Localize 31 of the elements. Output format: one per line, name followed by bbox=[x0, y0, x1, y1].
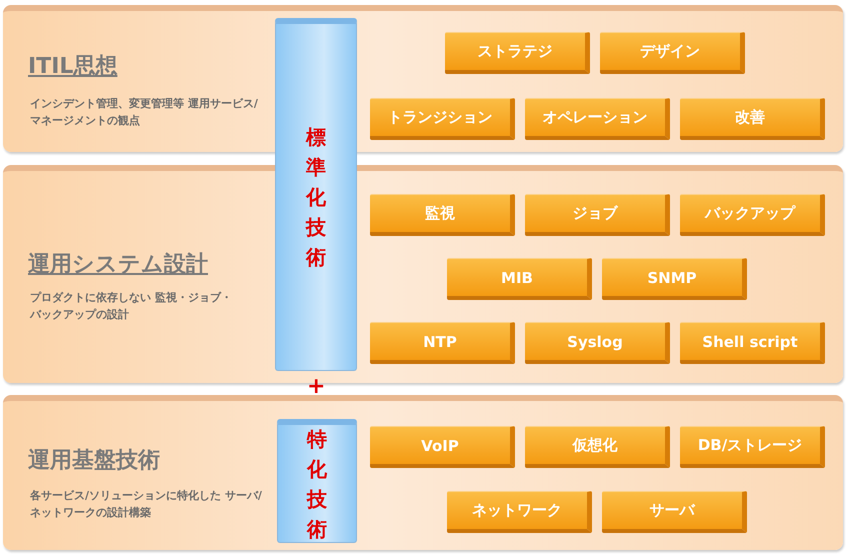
pillar-box bbox=[275, 18, 357, 371]
topic-block: MIB bbox=[447, 258, 592, 300]
layer-panel bbox=[3, 395, 843, 550]
pillar-box bbox=[277, 419, 357, 543]
topic-block: Syslog bbox=[525, 322, 670, 364]
topic-block: サーバ bbox=[602, 491, 747, 533]
topic-block: 改善 bbox=[680, 98, 825, 140]
plus-sign: + bbox=[307, 374, 326, 399]
topic-block: 仮想化 bbox=[525, 426, 670, 468]
section-heading: ITIL思想 bbox=[28, 53, 118, 81]
topic-block: トランジション bbox=[370, 98, 515, 140]
topic-block: ネットワーク bbox=[447, 491, 592, 533]
section-heading: 運用基盤技術 bbox=[28, 447, 160, 475]
topic-block: Shell script bbox=[680, 322, 825, 364]
section-description: 各サービス/ソリューションに特化した サーバ/ネットワークの設計構築 bbox=[30, 488, 263, 521]
vertical-label: 特化技術 bbox=[306, 426, 328, 542]
topic-block: VoIP bbox=[370, 426, 515, 468]
topic-block: ストラテジ bbox=[445, 32, 590, 74]
section-heading: 運用システム設計 bbox=[28, 251, 208, 279]
topic-block: ジョブ bbox=[525, 194, 670, 236]
topic-block: SNMP bbox=[602, 258, 747, 300]
section-description: インシデント管理、変更管理等 運用サービス/マネージメントの観点 bbox=[30, 96, 259, 129]
section-description: プロダクトに依存しない 監視・ジョブ・バックアップの設計 bbox=[30, 290, 233, 323]
topic-block: デザイン bbox=[600, 32, 745, 74]
topic-block: NTP bbox=[370, 322, 515, 364]
topic-block: オペレーション bbox=[525, 98, 670, 140]
layer-panel bbox=[3, 5, 843, 152]
topic-block: バックアップ bbox=[680, 194, 825, 236]
topic-block: 監視 bbox=[370, 194, 515, 236]
topic-block: DB/ストレージ bbox=[680, 426, 825, 468]
vertical-label: 標準化技術 bbox=[305, 124, 327, 271]
